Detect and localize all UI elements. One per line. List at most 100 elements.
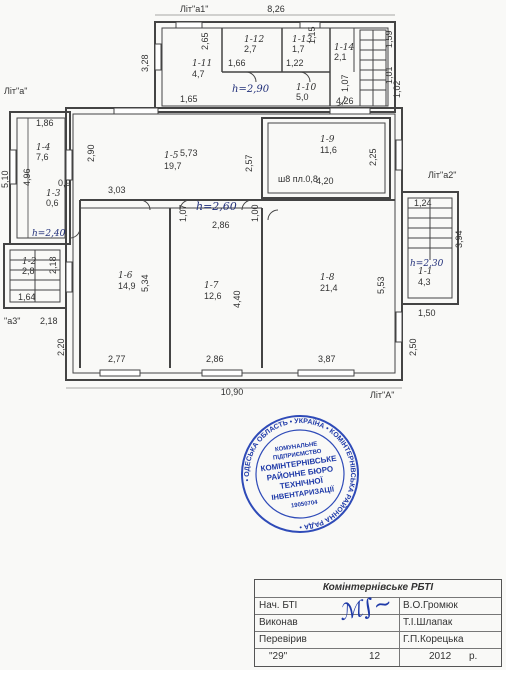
room-labels: 1-11 4,7 1-12 2,7 1-13 1,7 1-10 5,0 1-14…	[22, 35, 433, 301]
room-area: 1,7	[292, 44, 305, 54]
dim: 1,15	[307, 26, 317, 44]
dim: 2,86	[212, 220, 230, 230]
dim: 1,66	[228, 58, 246, 68]
person-name: Т.І.Шлапак	[403, 617, 453, 628]
room-id: 1-4	[36, 143, 51, 153]
role-label: Перевірив	[259, 634, 307, 645]
dim: 2,18	[48, 256, 58, 274]
room-id: 1-7	[204, 281, 219, 291]
dim: 3,87	[318, 354, 336, 364]
dim: 5,34	[140, 274, 150, 292]
doors	[69, 71, 346, 239]
person-name: В.О.Громюк	[403, 600, 458, 611]
room-id: 1-6	[118, 271, 133, 281]
letter-label-A: Літ"А"	[370, 390, 394, 400]
room-area: 14,9	[118, 281, 136, 291]
room-id: 1-12	[244, 35, 264, 45]
room-id: 1-14	[334, 43, 354, 53]
person-name: Г.П.Корецька	[403, 634, 464, 645]
title-block: Комінтернівське РБТІ Нач. БТІ В.О.Громюк…	[254, 579, 502, 667]
room-area: 12,6	[204, 291, 222, 301]
room-area: 4,3	[418, 277, 431, 287]
dim: 1,22	[286, 58, 304, 68]
dim: 3,94	[454, 230, 464, 248]
title-row: Виконав Т.І.Шлапак	[255, 614, 501, 632]
dim: 1,64	[18, 292, 36, 302]
room-id: 1-13	[292, 35, 312, 45]
dim: 2,90	[86, 144, 96, 162]
ceiling-height: h=2,30	[410, 259, 444, 269]
dim: 5,73	[180, 148, 198, 158]
dimension-labels: 2,65 3,28 1,66 1,65 4,26 1,22 1,15 1,07 …	[0, 26, 464, 364]
room-area: 7,6	[36, 152, 49, 162]
dim: 1,65	[180, 94, 198, 104]
windows	[9, 21, 403, 377]
room-area: 19,7	[164, 161, 182, 171]
room-area: 21,4	[320, 283, 338, 293]
dim: 0,9	[58, 178, 71, 188]
role-label: Нач. БТІ	[259, 600, 298, 611]
dim: 2,57	[244, 154, 254, 172]
room-area: 4,7	[192, 69, 205, 79]
ceiling-height: h=2,40	[32, 229, 66, 239]
ceiling-height: h=2,90	[232, 84, 270, 95]
room-id: 1-1	[418, 267, 433, 277]
room-id: 1-3	[46, 189, 61, 199]
letter-label-a: Літ"а"	[4, 86, 27, 96]
room-id: 1-2	[22, 257, 37, 267]
date-row: "29" 12 2012 р.	[255, 648, 501, 666]
room-id: 1-8	[320, 273, 335, 283]
dim: 1,07	[178, 204, 188, 222]
room-area: 0,6	[46, 198, 59, 208]
date-month: 12	[369, 651, 381, 662]
date-day: "29"	[269, 651, 288, 662]
title-row: Перевірив Г.П.Корецька	[255, 631, 501, 649]
dim: 2,86	[206, 354, 224, 364]
room-area: 5,0	[296, 92, 309, 102]
dim: 2,25	[368, 148, 378, 166]
dim: 1,07	[340, 74, 350, 92]
room-area: 2,8	[22, 266, 35, 276]
dim: 4,96	[22, 168, 32, 186]
role-label: Виконав	[259, 617, 298, 628]
room-area: 11,6	[320, 145, 337, 155]
dim: 5,53	[376, 276, 386, 294]
room-id: 1-10	[296, 83, 316, 93]
dim: 1,59	[384, 30, 394, 48]
dim: 2,65	[200, 32, 210, 50]
room-id: 1-11	[192, 59, 212, 69]
dim-top-overall: 8,26	[267, 4, 285, 14]
dim: 1,02	[392, 80, 402, 98]
dim-bottom-overall: 10,90	[221, 387, 244, 397]
dim: 4,20	[316, 176, 334, 186]
room-id: 1-9	[320, 135, 335, 145]
date-suffix: р.	[469, 651, 478, 662]
dim: 1,86	[36, 118, 54, 128]
room-area: 2,7	[244, 44, 257, 54]
dim: 4,40	[232, 290, 242, 308]
dim: 4,26	[336, 96, 354, 106]
main-walls	[3, 21, 459, 381]
dim: 1,00	[250, 204, 260, 222]
room-area: 2,1	[334, 52, 347, 62]
dim: 1,24	[414, 198, 432, 208]
stamp: • ОДЕСЬКА ОБЛАСТЬ • УКРАЇНА • КОМІНТЕРНІ…	[237, 411, 364, 538]
date-year: 2012	[429, 651, 452, 662]
dim: 2,18	[40, 316, 58, 326]
dim: 3,28	[140, 54, 150, 72]
dim: 5,10	[0, 170, 10, 188]
dim: 2,77	[108, 354, 126, 364]
title-block-org: Комінтернівське РБТІ	[322, 582, 434, 593]
letter-label-a2: Літ"а2"	[428, 170, 456, 180]
dim: 1,01	[384, 66, 394, 84]
letter-label-a3: "а3"	[4, 316, 20, 326]
dim: 3,03	[108, 185, 126, 195]
letter-label-a1: Літ"а1"	[180, 4, 208, 14]
shaft-label: ш8 пл.0,8	[278, 174, 318, 184]
ceiling-height: h=2,60	[196, 200, 237, 213]
title-row: Нач. БТІ В.О.Громюк	[255, 597, 501, 615]
dim: 1,50	[418, 308, 436, 318]
dim: 2,20	[56, 338, 66, 356]
